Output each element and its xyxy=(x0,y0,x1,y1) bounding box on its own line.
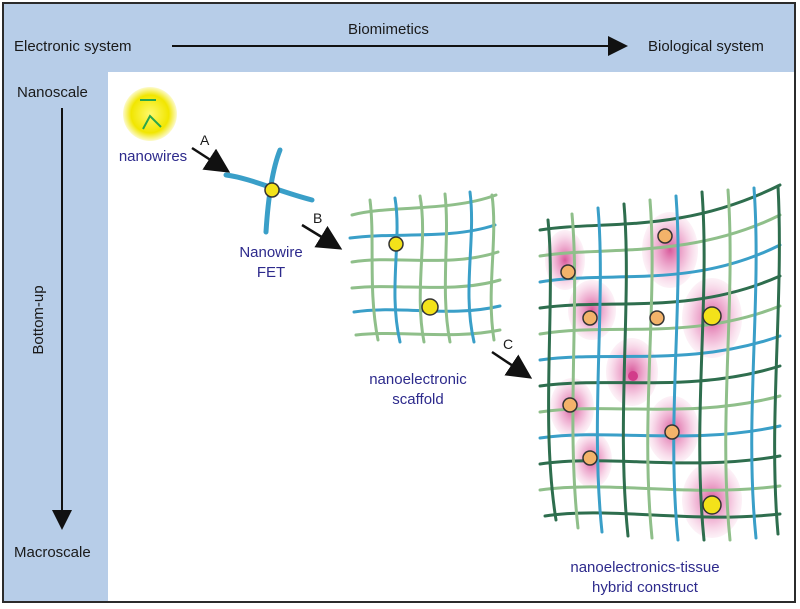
fet-label-line2: FET xyxy=(256,264,286,281)
fet-label-line1: Nanowire xyxy=(239,244,303,261)
step-b-label: B xyxy=(313,210,323,226)
macroscale-label: Macroscale xyxy=(14,544,91,561)
electronic-system-label: Electronic system xyxy=(14,38,132,55)
hybrid-label-line2: hybrid construct xyxy=(592,579,698,596)
biomimetics-label: Biomimetics xyxy=(348,21,429,38)
nanowires-glow xyxy=(123,87,177,141)
scaffold-label-line1: nanoelectronic xyxy=(369,371,467,388)
scaffold-graphic xyxy=(348,190,502,344)
scaffold-label-line2: scaffold xyxy=(392,391,444,408)
nanowire-fet-graphic xyxy=(223,147,315,235)
step-c-arrow xyxy=(491,350,533,379)
step-b-arrow xyxy=(301,223,343,250)
nanoscale-label: Nanoscale xyxy=(17,84,88,101)
step-a-label: A xyxy=(200,132,210,148)
hybrid-label-line1: nanoelectronics-tissue xyxy=(570,559,720,576)
biological-system-label: Biological system xyxy=(648,38,764,55)
step-c-label: C xyxy=(503,336,514,352)
hybrid-construct-graphic xyxy=(538,183,782,542)
step-a-arrow xyxy=(191,146,231,173)
nanowires-label: nanowires xyxy=(118,148,188,165)
